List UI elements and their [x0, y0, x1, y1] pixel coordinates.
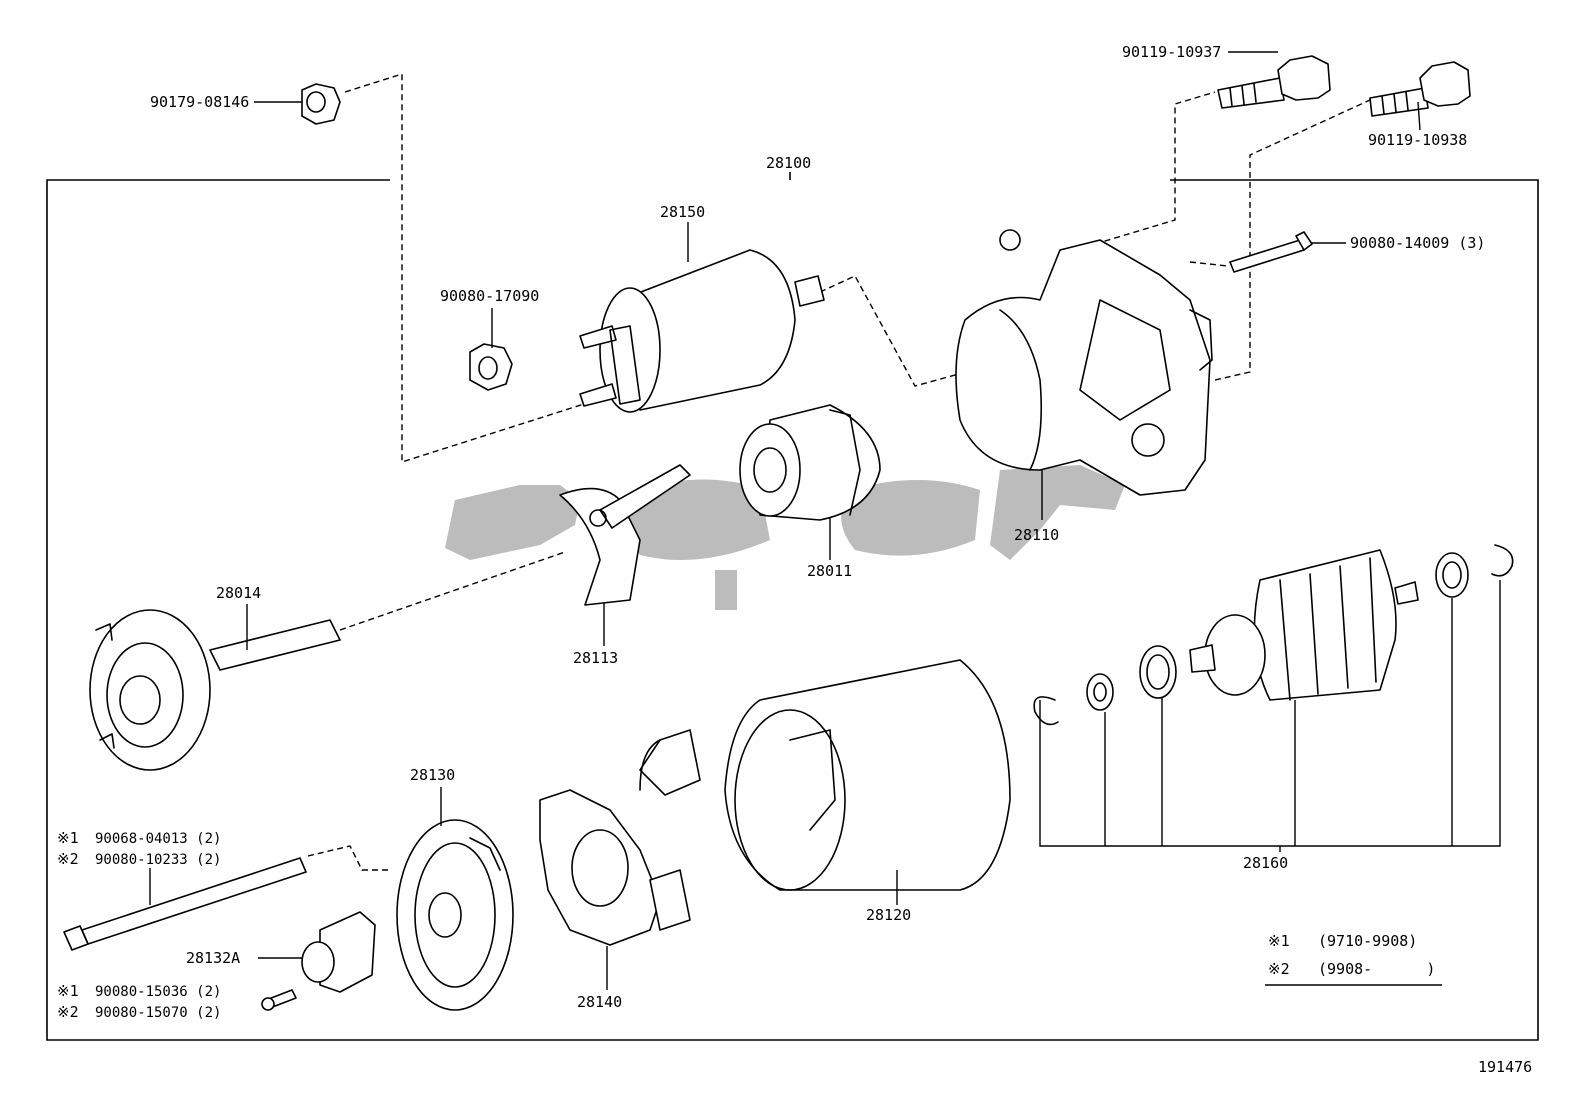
nut-90080-17090 — [469, 343, 513, 391]
label-screw-b: 90080-15070 (2) — [95, 1005, 221, 1021]
label-90119-10937: 90119-10937 — [1122, 43, 1221, 61]
bracket-28132A — [301, 911, 376, 993]
label-90179-08146: 90179-08146 — [150, 93, 249, 111]
label-28014: 28014 — [216, 584, 261, 602]
through-bolt — [63, 857, 307, 951]
nut-90179-08146 — [301, 83, 341, 125]
label-28110: 28110 — [1014, 526, 1059, 544]
label-bolt-a: 90068-04013 (2) — [95, 831, 221, 847]
applicability-notes: ※1 (9710-9908) ※2 (9908- ) — [1268, 932, 1435, 978]
label-28150: 28150 — [660, 203, 705, 221]
snap-ring-left — [1033, 696, 1059, 726]
washer-1 — [1086, 673, 1114, 711]
assembly-frame — [46, 172, 1539, 1041]
part-labels: 28100 90179-08146 90119-10937 90119-1093… — [57, 43, 1485, 1021]
mark-screw-b: ※2 — [57, 1003, 79, 1021]
label-screw-a: 90080-15036 (2) — [95, 984, 221, 1000]
yoke-28120 — [724, 659, 1011, 891]
mark-bolt-b: ※2 — [57, 850, 79, 868]
watermark-logo — [445, 465, 1125, 610]
washer-3 — [1435, 552, 1469, 598]
label-28011: 28011 — [807, 562, 852, 580]
bolt-90119-10938 — [1369, 61, 1471, 117]
lever-28113 — [559, 464, 691, 606]
label-28120: 28120 — [866, 906, 911, 924]
note-1-range: (9710-9908) — [1318, 932, 1417, 950]
solenoid-28150 — [579, 249, 825, 413]
bolt-90080-14009 — [1229, 231, 1313, 273]
label-bolt-b: 90080-10233 (2) — [95, 852, 221, 868]
note-2-mark: ※2 — [1268, 960, 1290, 978]
screw — [261, 989, 297, 1011]
mark-screw-a: ※1 — [57, 982, 79, 1000]
leader-lines — [149, 51, 1501, 990]
label-28113: 28113 — [573, 649, 618, 667]
armature-28160 — [1189, 549, 1419, 701]
note-2-range: (9908- ) — [1318, 960, 1435, 978]
label-28130: 28130 — [410, 766, 455, 784]
snap-ring-right — [1491, 544, 1514, 577]
pinion-housing-28014 — [89, 609, 341, 771]
label-90119-10938: 90119-10938 — [1368, 131, 1467, 149]
brush-holder-28140 — [539, 729, 701, 946]
label-90080-14009: 90080-14009 (3) — [1350, 234, 1485, 252]
label-90080-17090: 90080-17090 — [440, 287, 539, 305]
label-28132A: 28132A — [186, 949, 240, 967]
end-frame-28130 — [396, 819, 514, 1011]
label-28160: 28160 — [1243, 854, 1288, 872]
washer-2 — [1139, 645, 1177, 699]
label-28100: 28100 — [766, 154, 811, 172]
clutch-28011 — [739, 404, 881, 521]
mark-bolt-a: ※1 — [57, 829, 79, 847]
label-28140: 28140 — [577, 993, 622, 1011]
note-1-mark: ※1 — [1268, 932, 1290, 950]
bolt-90119-10937 — [1217, 55, 1331, 109]
figure-number: 191476 — [1478, 1058, 1532, 1076]
housing-28110 — [955, 229, 1213, 496]
